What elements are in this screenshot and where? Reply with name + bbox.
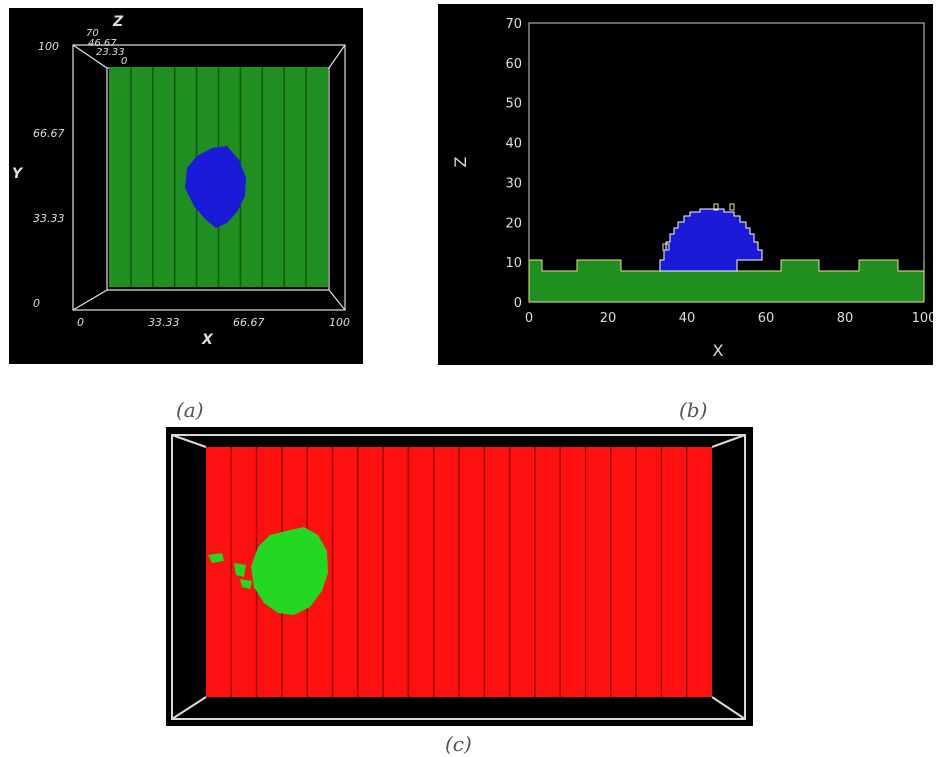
x-ticks: 0 20 40 60 80 100 xyxy=(525,311,933,326)
z-tick-label: 10 xyxy=(505,256,522,271)
z-tick-label: 20 xyxy=(505,216,522,231)
x-tick-label: 0 xyxy=(525,311,533,326)
bounding-edge xyxy=(711,434,746,448)
z-axis-label: Z xyxy=(112,14,124,30)
panel-c-3d-view xyxy=(166,427,753,726)
z-ticks: 0 10 20 30 40 50 60 70 xyxy=(505,17,522,311)
panel-b-cross-section: X Z 0 20 40 60 80 100 0 10 20 30 40 50 60 70 xyxy=(438,4,933,365)
panel-a-svg: Z Y X 0 33.33 66.67 100 0 33.33 66.67 10… xyxy=(12,14,350,348)
bounding-edge xyxy=(171,434,207,448)
x-tick-label: 80 xyxy=(837,311,854,326)
caption-b: (b) xyxy=(679,398,708,422)
bounding-edge xyxy=(171,696,207,720)
x-tick-label: 40 xyxy=(679,311,696,326)
z-tick: 0 xyxy=(121,56,127,67)
droplet xyxy=(185,146,246,228)
interface-artifact xyxy=(662,243,670,251)
x-tick: 0 xyxy=(77,316,84,329)
z-tick-label: 50 xyxy=(505,97,522,112)
y-tick: 33.33 xyxy=(33,212,65,225)
interface-artifact xyxy=(713,203,719,211)
z-tick-label: 40 xyxy=(505,137,522,152)
z-axis-label: Z xyxy=(451,156,470,167)
pillared-surface xyxy=(528,259,925,303)
panel-b-svg: X Z 0 20 40 60 80 100 0 10 20 30 40 50 60 70 xyxy=(451,17,933,360)
caption-c: (c) xyxy=(445,732,472,756)
x-axis-label: X xyxy=(713,341,724,360)
bounding-edge xyxy=(711,696,746,720)
caption-a: (a) xyxy=(176,398,204,422)
pillar-lines xyxy=(230,447,688,697)
interface-artifact xyxy=(729,203,735,211)
y-tick: 66.67 xyxy=(33,127,65,140)
panel-c-svg xyxy=(171,434,746,720)
z-tick: 23.33 xyxy=(96,47,125,58)
droplet xyxy=(251,527,328,615)
x-tick: 66.67 xyxy=(233,316,265,329)
z-tick-label: 70 xyxy=(505,17,522,32)
z-tick-label: 30 xyxy=(505,176,522,191)
z-tick: 70 xyxy=(86,28,99,39)
bounding-box xyxy=(171,434,746,720)
z-tick-label: 60 xyxy=(505,57,522,72)
panel-a-3d-view: Z Y X 0 33.33 66.67 100 0 33.33 66.67 10… xyxy=(9,8,363,364)
x-tick: 100 xyxy=(329,316,350,329)
y-tick: 0 xyxy=(33,297,40,310)
x-tick-label: 60 xyxy=(758,311,775,326)
z-tick: 46.67 xyxy=(88,38,117,49)
y-tick: 100 xyxy=(38,40,59,53)
x-tick-label: 100 xyxy=(912,311,933,326)
droplet-cross-section xyxy=(659,208,763,272)
x-tick-label: 20 xyxy=(600,311,617,326)
y-axis-label: Y xyxy=(12,166,24,182)
x-axis-label: X xyxy=(201,332,214,348)
z-tick-label: 0 xyxy=(514,296,522,311)
droplet-fragments xyxy=(208,553,252,589)
x-tick: 33.33 xyxy=(148,316,180,329)
